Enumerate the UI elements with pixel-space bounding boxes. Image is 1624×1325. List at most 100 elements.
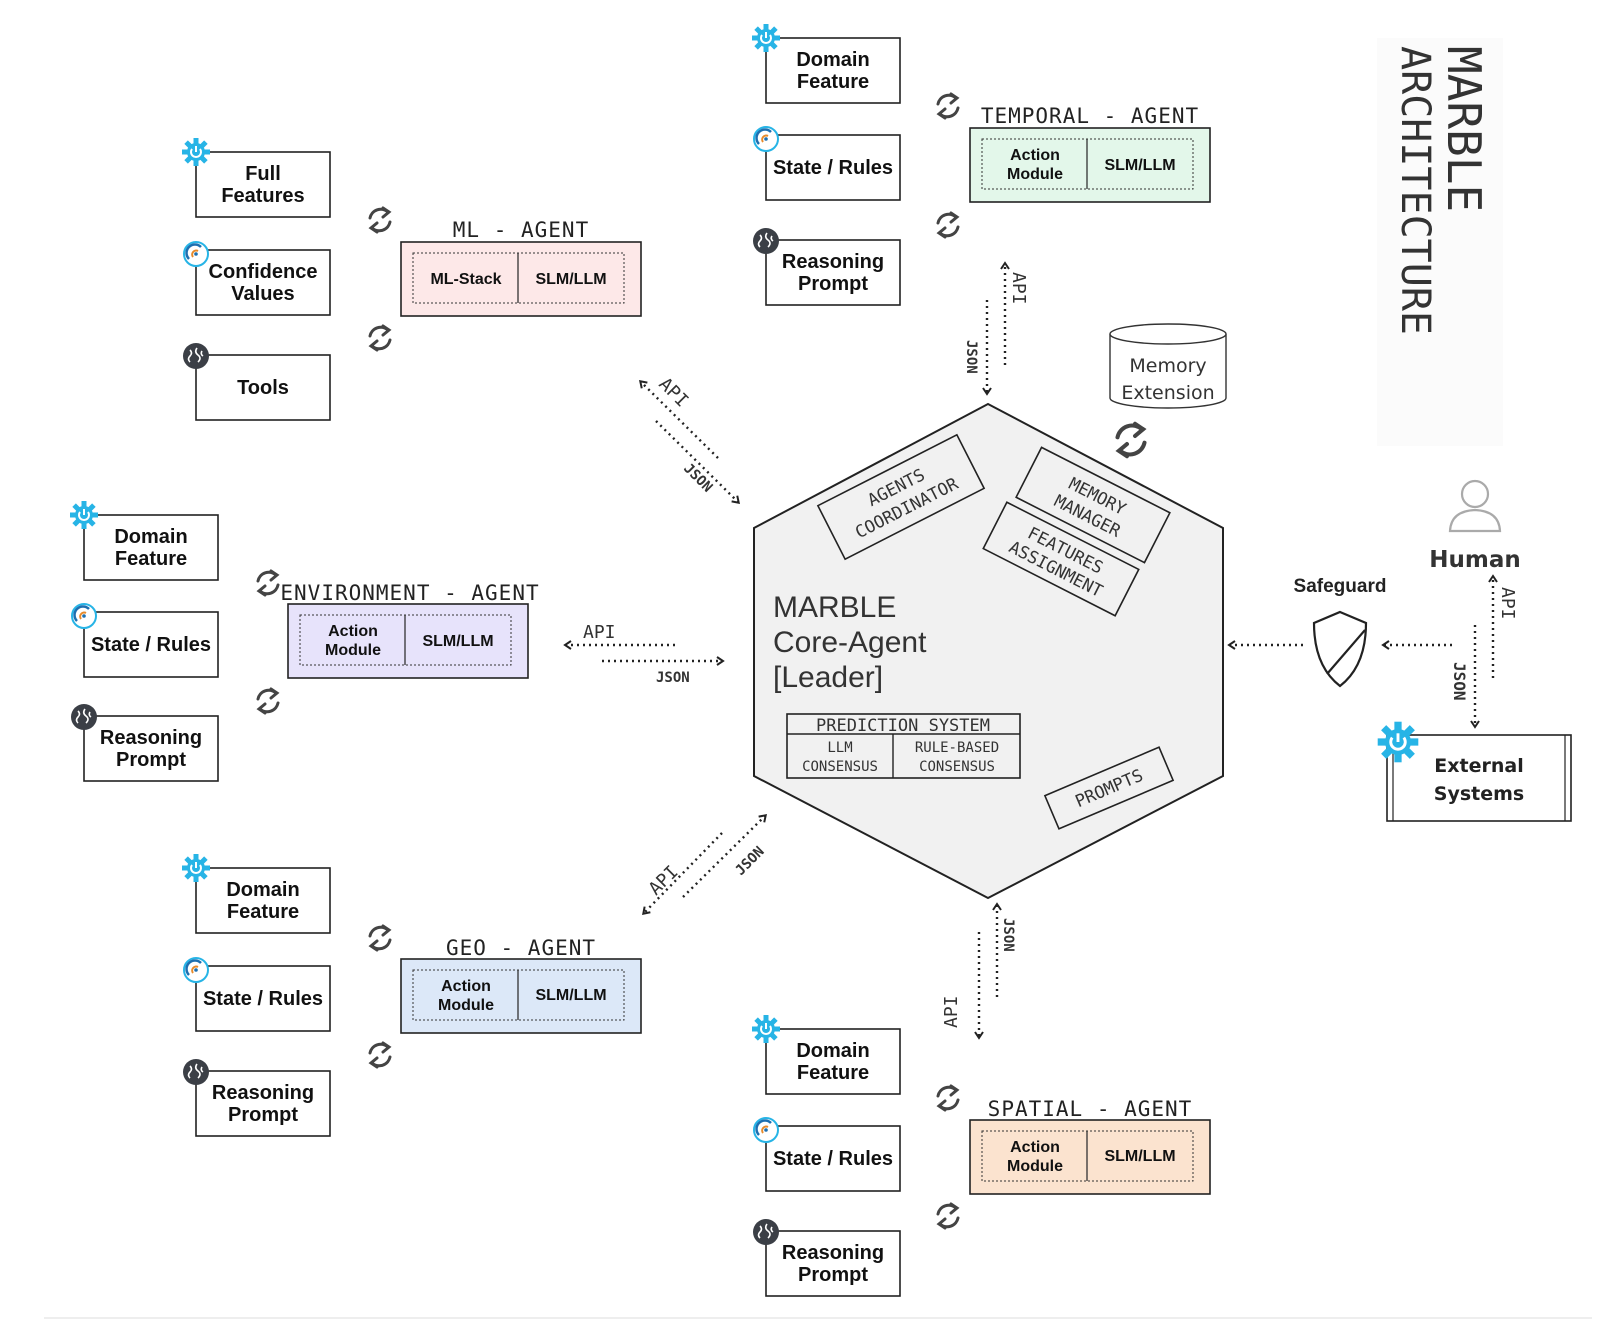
radar-icon [182, 956, 210, 984]
core-name-line2: Core-Agent [773, 626, 927, 659]
input-label: Tools [237, 377, 289, 399]
memory-extension-db[interactable]: Memory Extension [1109, 323, 1227, 409]
external-line1: External [1434, 755, 1523, 777]
refresh-cycle-icon [936, 211, 960, 239]
slm-llm-label: SLM/LLM [1104, 157, 1175, 174]
human-api-label: API [1497, 587, 1518, 620]
module-label: Module [325, 642, 381, 659]
input-box-reasoning-prompt[interactable]: Reasoning Prompt [83, 715, 219, 782]
input-label: State / Rules [773, 1148, 893, 1170]
safeguard-label: Safeguard [1294, 576, 1387, 597]
input-label: Reasoning [212, 1082, 314, 1104]
ml-json-link [655, 420, 740, 504]
radar-icon [752, 1116, 780, 1144]
input-box-tools[interactable]: Tools [195, 354, 331, 421]
gear-icon [69, 500, 99, 530]
input-label: State / Rules [203, 988, 323, 1010]
geo-agent[interactable]: Domain Feature State / Rules Reasoning P… [181, 853, 642, 1137]
input-box-state-rules[interactable]: State / Rules [195, 965, 331, 1032]
radar-icon [752, 125, 780, 153]
core-agent-hexagon[interactable] [753, 402, 1224, 900]
input-box-reasoning-prompt[interactable]: Reasoning Prompt [765, 1230, 901, 1297]
refresh-cycle-icon [936, 92, 960, 120]
brain-icon [752, 227, 780, 255]
input-label: State / Rules [773, 157, 893, 179]
temporal-agent[interactable]: Domain Feature State / Rules Reasoning P… [751, 23, 1211, 306]
spatial-agent[interactable]: Domain Feature State / Rules Reasoning P… [751, 1014, 1211, 1297]
memory-extension-line1: Memory [1129, 355, 1206, 377]
shield-icon [1312, 610, 1368, 688]
action-label: Action [328, 623, 378, 640]
memory-sync-icon [1118, 424, 1145, 456]
ml-stack-label: ML-Stack [430, 271, 501, 288]
input-label: Features [221, 185, 304, 207]
action-label: Action [1010, 147, 1060, 164]
input-label: Prompt [116, 749, 186, 771]
input-box-domain-feature[interactable]: Domain Feature [765, 1028, 901, 1095]
agent-title: SPATIAL - AGENT [988, 1097, 1193, 1121]
input-box-state-rules[interactable]: State / Rules [765, 1125, 901, 1192]
input-box-reasoning-prompt[interactable]: Reasoning Prompt [195, 1070, 331, 1137]
llm-consensus-line2: CONSENSUS [802, 759, 878, 775]
gear-icon [181, 137, 211, 167]
brain-icon [182, 342, 210, 370]
input-label: Prompt [228, 1104, 298, 1126]
brain-icon [70, 703, 98, 731]
module-label: Module [1007, 1158, 1063, 1175]
agent-panel [969, 1119, 1211, 1195]
external-systems-box[interactable]: External Systems [1386, 734, 1572, 822]
input-label: Reasoning [782, 1242, 884, 1264]
agent-panel [400, 241, 642, 317]
agent-panel [969, 127, 1211, 203]
slm-llm-label: SLM/LLM [1104, 1148, 1175, 1165]
input-label: Feature [797, 71, 869, 93]
temporal-json-label: JSON [963, 340, 979, 374]
module-label: Module [438, 997, 494, 1014]
brain-icon [182, 1058, 210, 1086]
input-box-domain-feature[interactable]: Domain Feature [765, 37, 901, 104]
title-line1: MARBLE [1437, 46, 1491, 212]
prediction-title: PREDICTION SYSTEM [816, 716, 990, 736]
spatial-json-label: JSON [1000, 918, 1016, 952]
refresh-cycle-icon [368, 206, 392, 234]
llm-consensus-line1: LLM [827, 740, 852, 756]
input-label: Confidence [209, 261, 318, 283]
input-label: Feature [797, 1062, 869, 1084]
input-box-domain-feature[interactable]: Domain Feature [83, 514, 219, 581]
brain-icon [752, 1218, 780, 1246]
refresh-cycle-icon [936, 1084, 960, 1112]
geo-api-link [642, 832, 723, 916]
slm-llm-label: SLM/LLM [535, 271, 606, 288]
input-label: Prompt [798, 273, 868, 295]
input-box-full-features[interactable]: Full Features [195, 151, 331, 218]
title-panel [1377, 38, 1503, 446]
input-box-confidence-values[interactable]: Confidence Values [195, 249, 331, 316]
ml-api-link [639, 380, 719, 459]
rule-consensus-line1: RULE-BASED [915, 740, 999, 756]
input-box-domain-feature[interactable]: Domain Feature [195, 867, 331, 934]
ml-api-label: API [654, 374, 692, 412]
environment-agent[interactable]: Domain Feature State / Rules Reasoning P… [69, 500, 540, 782]
ml-agent[interactable]: Full Features Confidence Values Tools ML… [181, 137, 642, 421]
core-name-line1: MARBLE [773, 591, 896, 624]
input-label: Domain [796, 49, 869, 71]
input-label: Prompt [798, 1264, 868, 1286]
input-box-reasoning-prompt[interactable]: Reasoning Prompt [765, 239, 901, 306]
spatial-api-label: API [941, 995, 962, 1028]
agent-panel [287, 603, 529, 679]
prediction-system-module[interactable]: PREDICTION SYSTEM LLM CONSENSUS RULE-BAS… [786, 713, 1021, 779]
input-box-state-rules[interactable]: State / Rules [765, 134, 901, 201]
slm-llm-label: SLM/LLM [535, 987, 606, 1004]
core-name-line3: [Leader] [773, 661, 883, 694]
env-json-label: JSON [656, 670, 690, 686]
input-label: Feature [115, 548, 187, 570]
refresh-cycle-icon [936, 1202, 960, 1230]
input-box-state-rules[interactable]: State / Rules [83, 611, 219, 678]
input-label: Feature [227, 901, 299, 923]
agent-title: ENVIRONMENT - AGENT [280, 581, 539, 605]
input-label: Domain [226, 879, 299, 901]
refresh-cycle-icon [256, 687, 280, 715]
memory-extension-line2: Extension [1121, 382, 1214, 404]
input-label: Full [245, 163, 281, 185]
agent-title: GEO - AGENT [446, 936, 596, 960]
